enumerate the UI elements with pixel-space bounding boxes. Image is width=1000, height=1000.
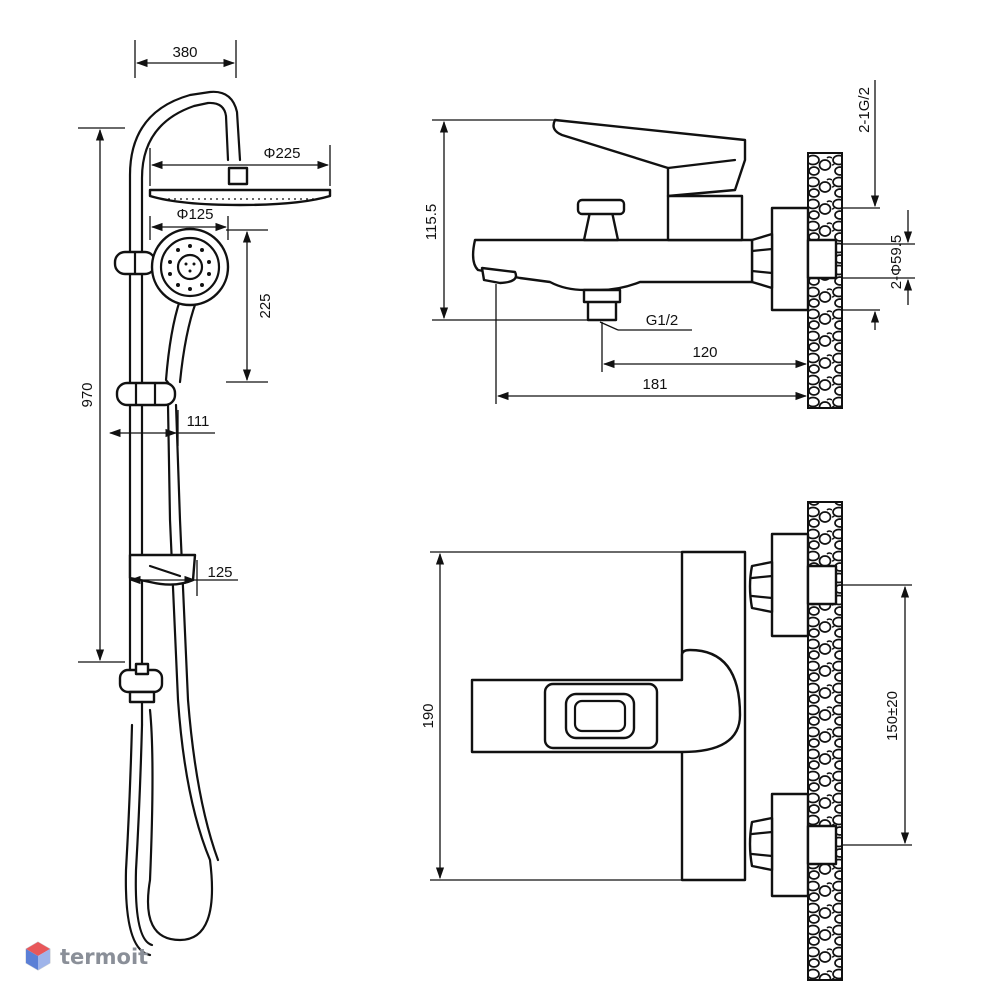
shower-column: 380 Φ225 Φ125 225 970 [78, 40, 332, 957]
dim-g12: G1/2 [599, 312, 692, 331]
brand-logo-text: termoit [60, 945, 148, 969]
dim-outlet-thread-label: 2-1G/2 [856, 87, 873, 133]
slider-upper [113, 250, 157, 276]
spout-outlet [480, 266, 518, 285]
hex-nut-side [750, 232, 774, 290]
rain-shower-head [148, 188, 332, 207]
dim-111: 111 [108, 410, 215, 446]
lever-handle [552, 118, 747, 198]
mixer-tower [666, 194, 744, 242]
dim-nut-diameter-label: 2-Φ59.5 [888, 235, 905, 290]
hex-nut-upper [748, 560, 774, 614]
shower-hose [146, 403, 214, 942]
dim-head-diameter: Φ225 [149, 145, 331, 186]
head-connector [227, 166, 249, 186]
wall-section-top [807, 152, 843, 409]
dim-115-5-label: 115.5 [423, 204, 440, 240]
brand-logo-icon [25, 941, 51, 971]
dim-125-label: 125 [207, 564, 232, 581]
dim-970-label: 970 [79, 382, 96, 407]
hand-shower [150, 227, 230, 387]
dim-outlet-thread: 2-1G/2 [842, 80, 880, 330]
wall-flange-lower [770, 792, 810, 898]
dim-nut-diameter: 2-Φ59.5 [842, 210, 915, 305]
dim-120-label: 120 [692, 344, 717, 361]
dim-120: 120 [601, 322, 809, 408]
dim-181: 181 [495, 284, 808, 404]
faucet-body-side [471, 238, 754, 292]
dim-150-20: 150±20 [842, 584, 912, 846]
dim-hand-diameter: Φ125 [149, 206, 229, 240]
dim-190-label: 190 [420, 703, 437, 728]
column-pipe-inner [140, 101, 230, 692]
dim-hand-diameter-label: Φ125 [177, 206, 214, 223]
dim-head-diameter-label: Φ225 [264, 145, 301, 162]
wall-flange-upper [770, 532, 810, 638]
dim-115-5: 115.5 [423, 119, 588, 321]
dim-181-label: 181 [642, 376, 667, 393]
bottom-diverter [118, 662, 164, 957]
dim-111-label: 111 [187, 413, 210, 430]
dim-970: 970 [78, 127, 125, 663]
dim-g12-label: G1/2 [646, 312, 679, 329]
dim-225-label: 225 [257, 293, 274, 318]
faucet-side-view: 115.5 2-1G/2 2-Φ59.5 G1/2 [423, 80, 915, 409]
brand-watermark: termoit [25, 941, 148, 971]
dim-380-label: 380 [172, 44, 197, 61]
diverter-knob [582, 210, 620, 242]
hand-shower-holder [115, 381, 177, 407]
dim-225: 225 [226, 229, 274, 383]
hex-nut-lower [748, 816, 774, 872]
dim-190: 190 [420, 551, 682, 881]
faucet-top-view: 190 150±20 [420, 501, 912, 981]
dim-380: 380 [134, 40, 237, 78]
column-pipe-outer [128, 90, 242, 692]
dim-125: 125 [128, 560, 238, 596]
wall-flange-side [770, 206, 810, 312]
dim-150-20-label: 150±20 [884, 691, 901, 741]
